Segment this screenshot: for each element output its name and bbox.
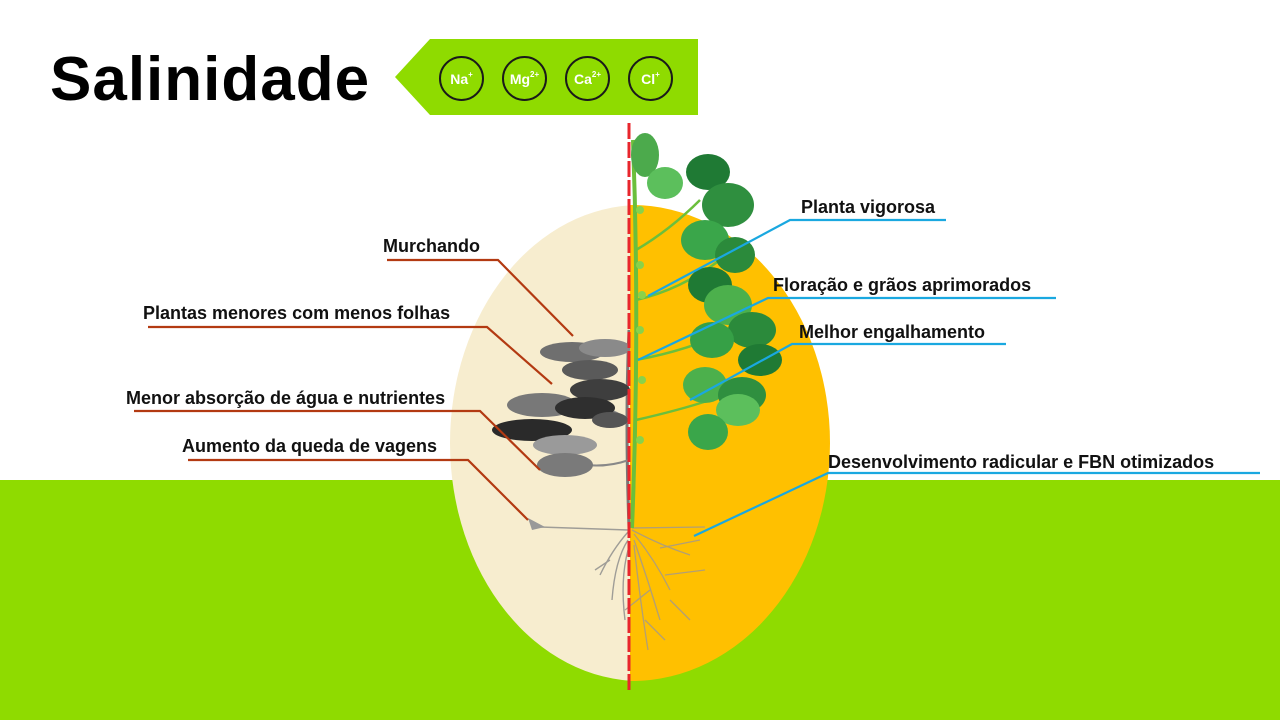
fallen-pod-icon: [528, 518, 545, 530]
right-leader-lines: [637, 218, 1260, 537]
label-engalhamento: Melhor engalhamento: [799, 322, 986, 342]
right-plant-healthy: [630, 133, 782, 529]
label-murchando: Murchando: [383, 236, 480, 256]
label-planta-vigorosa: Planta vigorosa: [801, 197, 936, 217]
right-roots: [624, 526, 706, 651]
right-half-ellipse: [630, 205, 830, 681]
ion-badge-cl: Cl+: [628, 56, 673, 101]
left-roots: [539, 526, 629, 621]
label-menor-absorcao: Menor absorção de água e nutrientes: [126, 388, 446, 408]
left-leader-lines: [134, 258, 574, 521]
label-floracao: Floração e grãos aprimorados: [773, 275, 1032, 295]
label-queda-vagens: Aumento da queda de vagens: [182, 436, 438, 456]
page-title: Salinidade: [50, 45, 371, 114]
ion-badge-na: Na+: [439, 56, 484, 101]
label-plantas-menores: Plantas menores com menos folhas: [143, 303, 451, 323]
label-radicular-fbn: Desenvolvimento radicular e FBN otimizad…: [828, 452, 1215, 472]
